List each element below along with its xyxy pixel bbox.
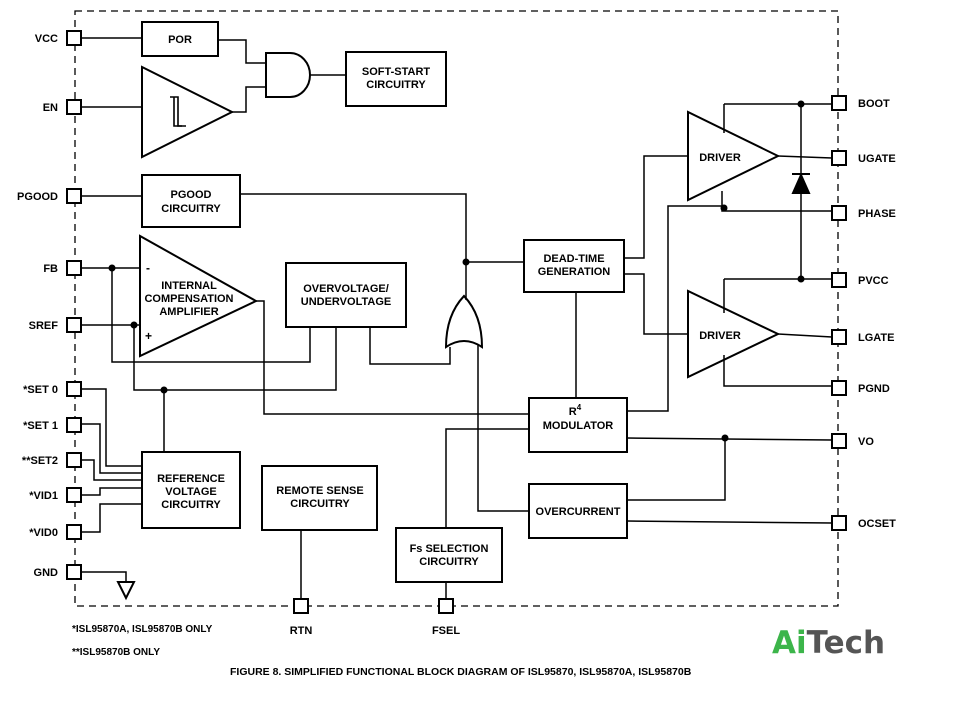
label-set0: *SET 0 [23,384,58,396]
pin-gnd [66,564,82,580]
reference-label-1: REFERENCE [157,473,225,485]
pin-vid0 [66,524,82,540]
label-pvcc: PVCC [858,275,889,287]
pgood-label-1: PGOOD [171,189,212,201]
label-fsel: FSEL [432,625,460,637]
pin-fb [66,260,82,276]
modulator-r: R [569,406,577,418]
pin-ocset [831,515,847,531]
label-pgood: PGOOD [17,191,58,203]
amplifier-label-2: COMPENSATION [144,293,233,305]
overcurrent-label: OVERCURRENT [536,506,621,518]
junction-dots [108,100,805,442]
label-vid0: *VID0 [29,527,58,539]
label-lgate: LGATE [858,332,894,344]
pin-rtn [293,598,309,614]
ovuv-label-2: UNDERVOLTAGE [301,296,391,308]
modulator-r-label: R4 [569,403,582,418]
hysteresis-symbol [170,96,186,127]
upper-driver-label: DRIVER [699,152,741,164]
wiring [81,37,833,599]
and-gate [265,52,311,98]
label-pgnd: PGND [858,383,890,395]
pgood-label-2: CIRCUITRY [161,203,221,215]
note-1: *ISL95870A, ISL95870B ONLY [72,624,213,635]
pin-vid1 [66,487,82,503]
reference-label-2: VOLTAGE [165,486,217,498]
label-vid1: *VID1 [29,490,58,502]
ovuv-label-1: OVERVOLTAGE/ [303,283,389,295]
remote-sense-block [261,465,378,531]
label-fb: FB [43,263,58,275]
pin-lgate [831,329,847,345]
soft-start-label-1: SOFT-START [362,66,431,78]
modulator-sup: 4 [577,403,582,412]
label-ocset: OCSET [858,518,896,530]
note-2: **ISL95870B ONLY [72,647,160,658]
pgood-block [141,174,241,228]
label-rtn: RTN [290,625,313,637]
label-gnd: GND [34,567,59,579]
dead-time-block [523,239,625,293]
lower-driver-label: DRIVER [699,330,741,342]
fs-selection-block [395,527,503,583]
pin-pgnd [831,380,847,396]
amplifier-label-3: AMPLIFIER [159,306,218,318]
chip-boundary [74,10,839,607]
pin-en [66,99,82,115]
pin-vcc [66,30,82,46]
label-en: EN [43,102,58,114]
por-block [141,21,219,57]
label-set1: *SET 1 [23,420,58,432]
pin-sref [66,317,82,333]
label-phase: PHASE [858,208,896,220]
modulator-block [528,397,628,453]
modulator-label: MODULATOR [543,420,614,432]
ground-symbol [116,581,136,601]
fs-selection-label-1: Fs SELECTION [410,543,489,555]
pin-phase [831,205,847,221]
remote-sense-label-2: CIRCUITRY [290,498,350,510]
pin-pvcc [831,272,847,288]
remote-sense-label-1: REMOTE SENSE [276,485,363,497]
pin-set2 [66,452,82,468]
label-sref: SREF [29,320,59,332]
pin-set0 [66,381,82,397]
pin-pgood [66,188,82,204]
amp-minus-label: - [146,261,150,275]
pin-ugate [831,150,847,166]
pin-set1 [66,417,82,433]
amplifier-label-1: INTERNAL [161,280,217,292]
amp-plus-label: + [145,329,152,343]
reference-block [141,451,241,529]
label-boot: BOOT [858,98,890,110]
ovuv-block [285,262,407,328]
reference-label-3: CIRCUITRY [161,499,221,511]
hysteresis-symbol-2 [173,97,182,127]
fs-selection-label-2: CIRCUITRY [419,556,479,568]
soft-start-block [345,51,447,107]
por-label: POR [168,34,192,46]
dead-time-label-1: DEAD-TIME [543,253,604,265]
label-vo: VO [858,436,874,448]
enable-comparator [141,65,235,159]
label-vcc: VCC [35,33,58,45]
watermark-logo: AiTech [772,625,885,661]
watermark-tech: Tech [807,625,886,661]
figure-caption: FIGURE 8. SIMPLIFIED FUNCTIONAL BLOCK DI… [230,666,692,678]
amplifier-triangle [139,234,259,358]
label-ugate: UGATE [858,153,896,165]
pin-boot [831,95,847,111]
dead-time-label-2: GENERATION [538,266,611,278]
or-gate [444,294,484,349]
pin-vo [831,433,847,449]
pin-fsel [438,598,454,614]
watermark-ai: Ai [772,625,807,661]
label-set2: **SET2 [22,455,58,467]
soft-start-label-2: CIRCUITRY [366,79,426,91]
